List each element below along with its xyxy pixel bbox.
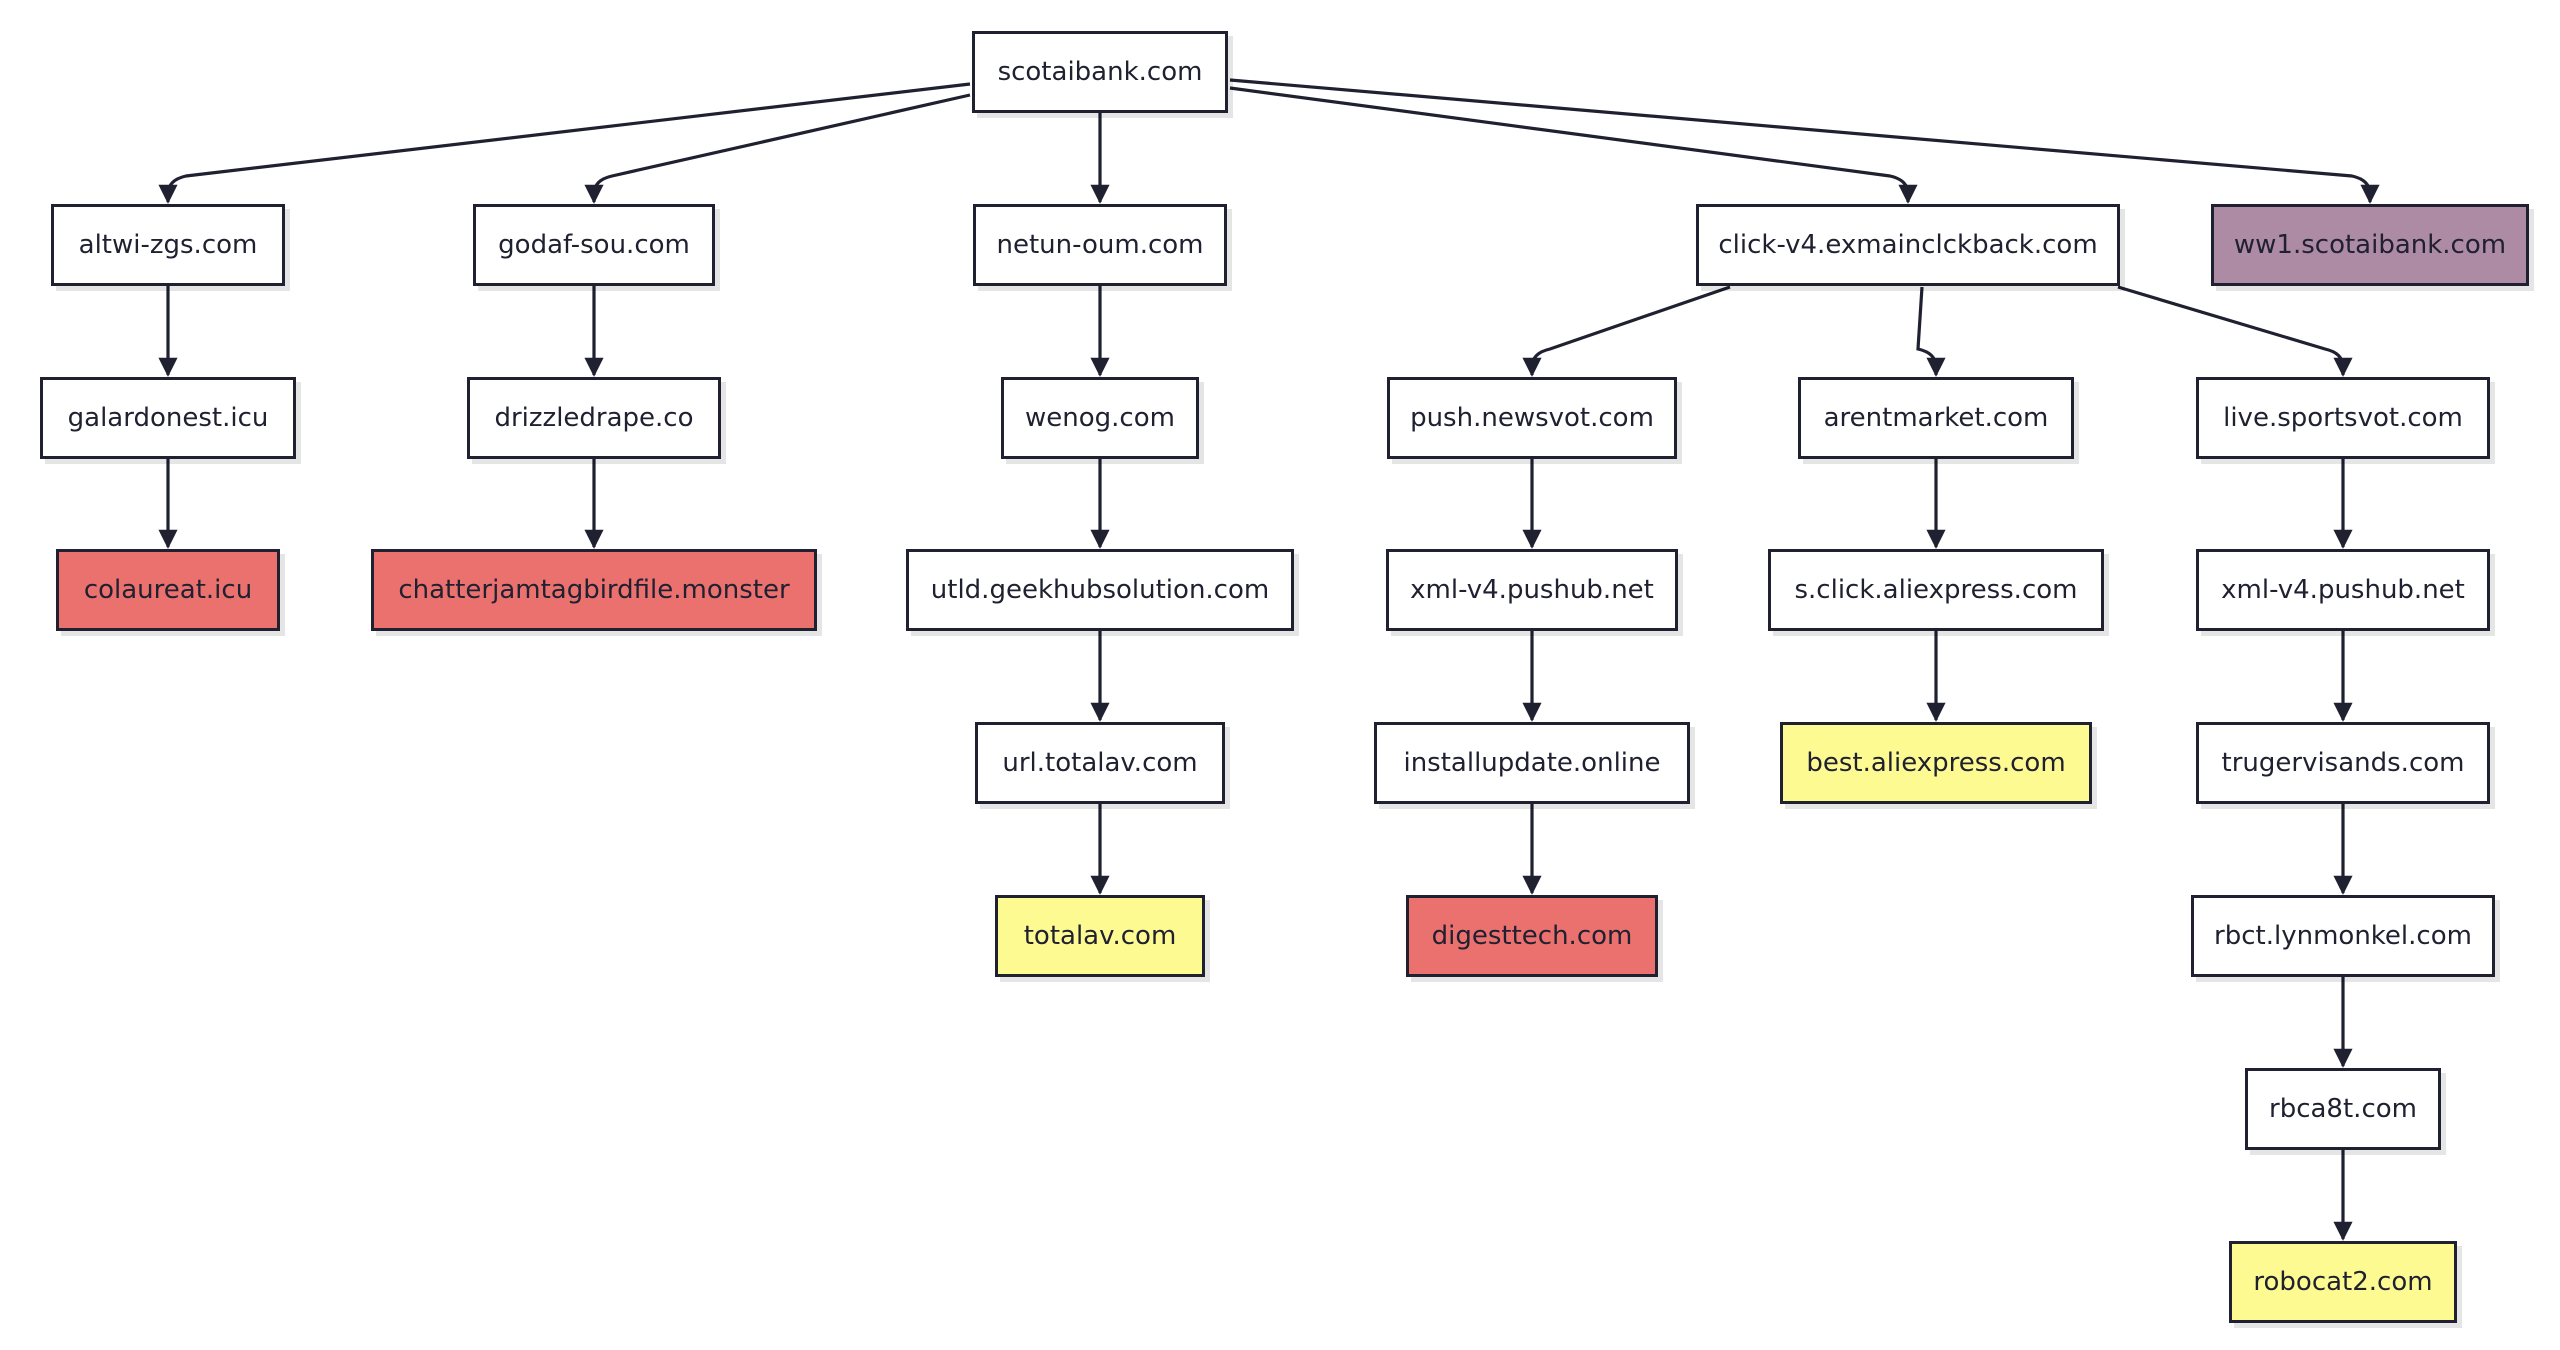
domain-node-wenog[interactable]: wenog.com bbox=[1001, 377, 1199, 459]
domain-node-scotaibank[interactable]: scotaibank.com bbox=[972, 31, 1228, 113]
domain-node-click-v4-exmainclckback[interactable]: click-v4.exmainclckback.com bbox=[1696, 204, 2120, 286]
domain-node-s-click-aliexpress[interactable]: s.click.aliexpress.com bbox=[1768, 549, 2104, 631]
edge-root-to-click bbox=[1229, 86, 1918, 204]
domain-node-totalav[interactable]: totalav.com bbox=[995, 895, 1205, 977]
domain-node-arentmarket[interactable]: arentmarket.com bbox=[1798, 377, 2074, 459]
edge-click-to-pushnews bbox=[1522, 285, 1731, 377]
domain-node-altwi-zgs[interactable]: altwi-zgs.com bbox=[51, 204, 285, 286]
edge-root-to-ww1 bbox=[1229, 78, 2380, 204]
domain-node-godaf-sou[interactable]: godaf-sou.com bbox=[473, 204, 715, 286]
domain-node-ww1-scotaibank[interactable]: ww1.scotaibank.com bbox=[2211, 204, 2529, 286]
domain-node-digesttech[interactable]: digesttech.com bbox=[1406, 895, 1658, 977]
domain-node-best-aliexpress[interactable]: best.aliexpress.com bbox=[1780, 722, 2092, 804]
edge-click-to-livesports bbox=[2117, 285, 2353, 377]
edge-root-to-godaf bbox=[584, 93, 971, 204]
edge-click-to-arent bbox=[1916, 286, 1946, 377]
domain-node-push-newsvot[interactable]: push.newsvot.com bbox=[1387, 377, 1677, 459]
domain-node-installupdate[interactable]: installupdate.online bbox=[1374, 722, 1690, 804]
domain-node-xml-v4-pushub-1[interactable]: xml-v4.pushub.net bbox=[1386, 549, 1678, 631]
domain-node-rbca8t[interactable]: rbca8t.com bbox=[2245, 1068, 2441, 1150]
domain-node-live-sportsvot[interactable]: live.sportsvot.com bbox=[2196, 377, 2490, 459]
domain-node-chatterjamtagbirdfile[interactable]: chatterjamtagbirdfile.monster bbox=[371, 549, 817, 631]
domain-node-trugervisands[interactable]: trugervisands.com bbox=[2196, 722, 2490, 804]
domain-node-drizzledrape[interactable]: drizzledrape.co bbox=[467, 377, 721, 459]
domain-node-rbct-lynmonkel[interactable]: rbct.lynmonkel.com bbox=[2191, 895, 2495, 977]
domain-node-utld-geekhubsolution[interactable]: utld.geekhubsolution.com bbox=[906, 549, 1294, 631]
domain-node-galardonest[interactable]: galardonest.icu bbox=[40, 377, 296, 459]
edge-root-to-altwi bbox=[158, 82, 971, 204]
domain-node-xml-v4-pushub-2[interactable]: xml-v4.pushub.net bbox=[2196, 549, 2490, 631]
domain-node-robocat2[interactable]: robocat2.com bbox=[2229, 1241, 2457, 1323]
domain-node-url-totalav[interactable]: url.totalav.com bbox=[975, 722, 1225, 804]
domain-node-netun-oum[interactable]: netun-oum.com bbox=[973, 204, 1227, 286]
domain-node-colaureat[interactable]: colaureat.icu bbox=[56, 549, 280, 631]
